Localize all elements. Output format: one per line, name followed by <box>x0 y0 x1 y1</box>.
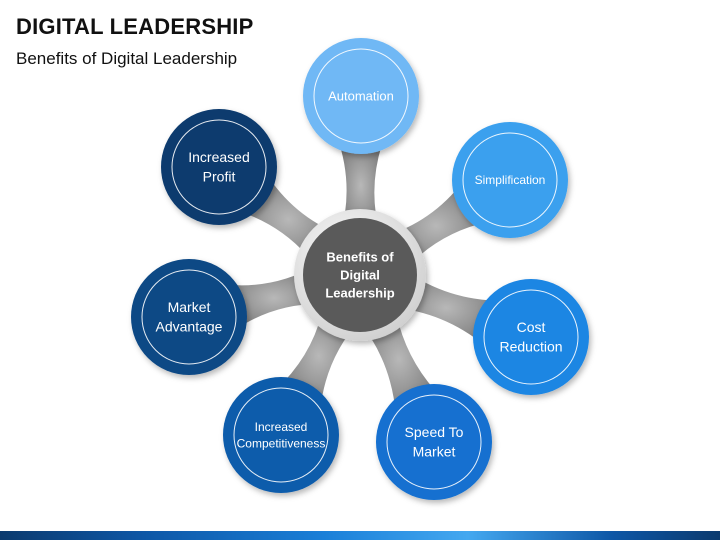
node-circle-simplification <box>452 122 568 238</box>
center-label: Leadership <box>325 285 394 300</box>
node-circle-cost-reduction <box>473 279 589 395</box>
node-circle-increased-profit <box>161 109 277 225</box>
node-circle-speed-to-market <box>376 384 492 500</box>
node-label-market-advantage: Advantage <box>156 319 223 335</box>
node-simplification: Simplification <box>452 122 568 238</box>
node-inner-ring-cost-reduction <box>483 289 579 385</box>
node-speed-to-market: Speed To Market <box>376 384 492 500</box>
node-circle-increased-competitiveness <box>223 377 339 493</box>
node-label-speed-to-market: Speed To <box>405 424 464 440</box>
node-inner-ring-speed-to-market <box>386 394 482 490</box>
node-label-cost-reduction: Reduction <box>499 339 562 355</box>
node-label-market-advantage: Market <box>168 299 211 315</box>
center-circle <box>303 218 417 332</box>
node-inner-ring-simplification <box>462 132 558 228</box>
node-automation: Automation <box>303 38 419 154</box>
node-label-increased-competitiveness: Competitiveness <box>237 436 326 450</box>
node-label-cost-reduction: Cost <box>517 319 546 335</box>
node-inner-ring-increased-competitiveness <box>233 387 329 483</box>
bottom-accent-bar <box>0 531 720 540</box>
center-label: Benefits of <box>326 250 394 265</box>
node-group: AutomationSimplificationCostReductionSpe… <box>131 38 589 500</box>
node-label-increased-profit: Increased <box>188 149 249 165</box>
node-label-increased-competitiveness: Increased <box>255 420 308 434</box>
node-label-simplification: Simplification <box>475 173 546 187</box>
node-circle-market-advantage <box>131 259 247 375</box>
node-label-speed-to-market: Market <box>413 444 456 460</box>
node-inner-ring-automation <box>313 48 409 144</box>
node-circle-automation <box>303 38 419 154</box>
node-label-increased-profit: Profit <box>203 169 236 185</box>
page-title: DIGITAL LEADERSHIP <box>16 14 254 39</box>
center-label: Digital <box>340 268 380 283</box>
node-inner-ring-market-advantage <box>141 269 237 365</box>
node-label-automation: Automation <box>328 89 394 104</box>
node-inner-ring-increased-profit <box>171 119 267 215</box>
page-subtitle: Benefits of Digital Leadership <box>16 49 238 68</box>
